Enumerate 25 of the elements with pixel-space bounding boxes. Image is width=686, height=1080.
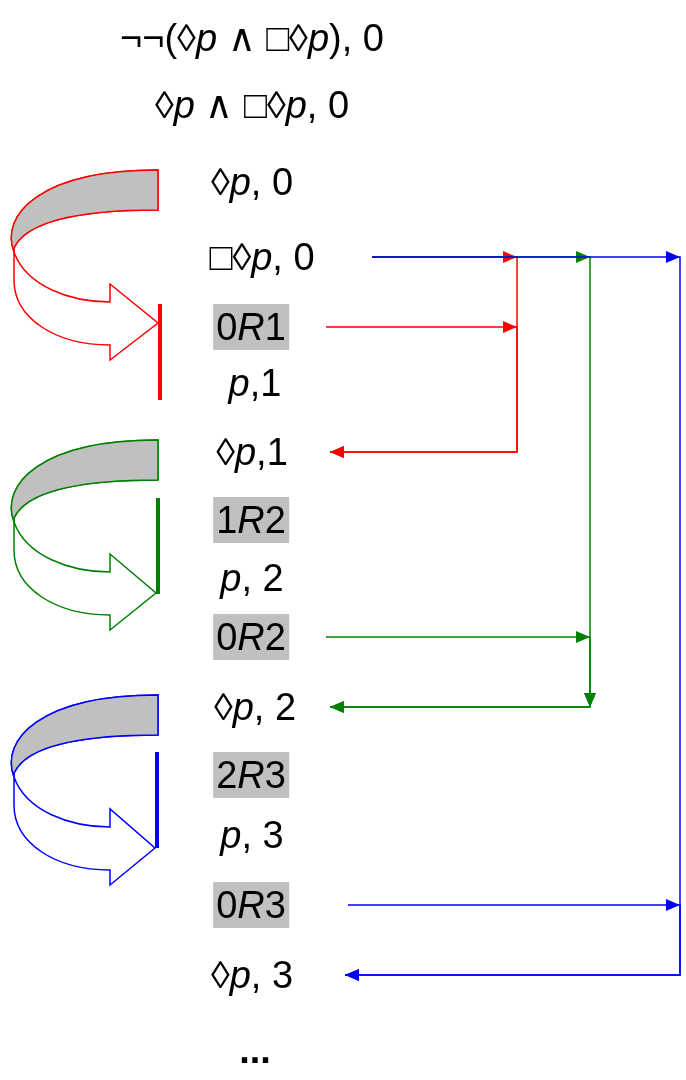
formula: p,1	[228, 360, 282, 406]
formula: □◊p, 0	[209, 234, 315, 280]
vertical-bar	[156, 498, 160, 594]
vertical-bar	[158, 304, 162, 400]
formula: ◊p, 0	[210, 159, 294, 205]
formula: ◊p,1	[216, 429, 288, 475]
arrow	[344, 899, 681, 981]
curved-arrow	[10, 169, 159, 361]
formula: ◊p ∧ □◊p, 0	[154, 82, 350, 128]
highlighted-formula: 1R2	[213, 497, 289, 543]
formula: ◊p, 2	[213, 684, 297, 730]
highlighted-formula: 0R1	[213, 304, 289, 350]
ellipsis: ...	[239, 1028, 271, 1073]
arrow	[325, 321, 518, 458]
formula: ¬¬(◊p ∧ □◊p), 0	[120, 15, 384, 61]
curved-arrow	[10, 694, 159, 886]
formula: p, 3	[220, 812, 284, 858]
curved-arrow	[10, 439, 159, 631]
highlighted-formula: 0R3	[213, 882, 289, 928]
formula: ◊p, 3	[210, 952, 294, 998]
formula: p, 2	[220, 555, 284, 601]
arrow	[325, 631, 596, 713]
highlighted-formula: 0R2	[213, 614, 289, 660]
highlighted-formula: 2R3	[213, 752, 289, 798]
vertical-bar	[155, 752, 159, 848]
